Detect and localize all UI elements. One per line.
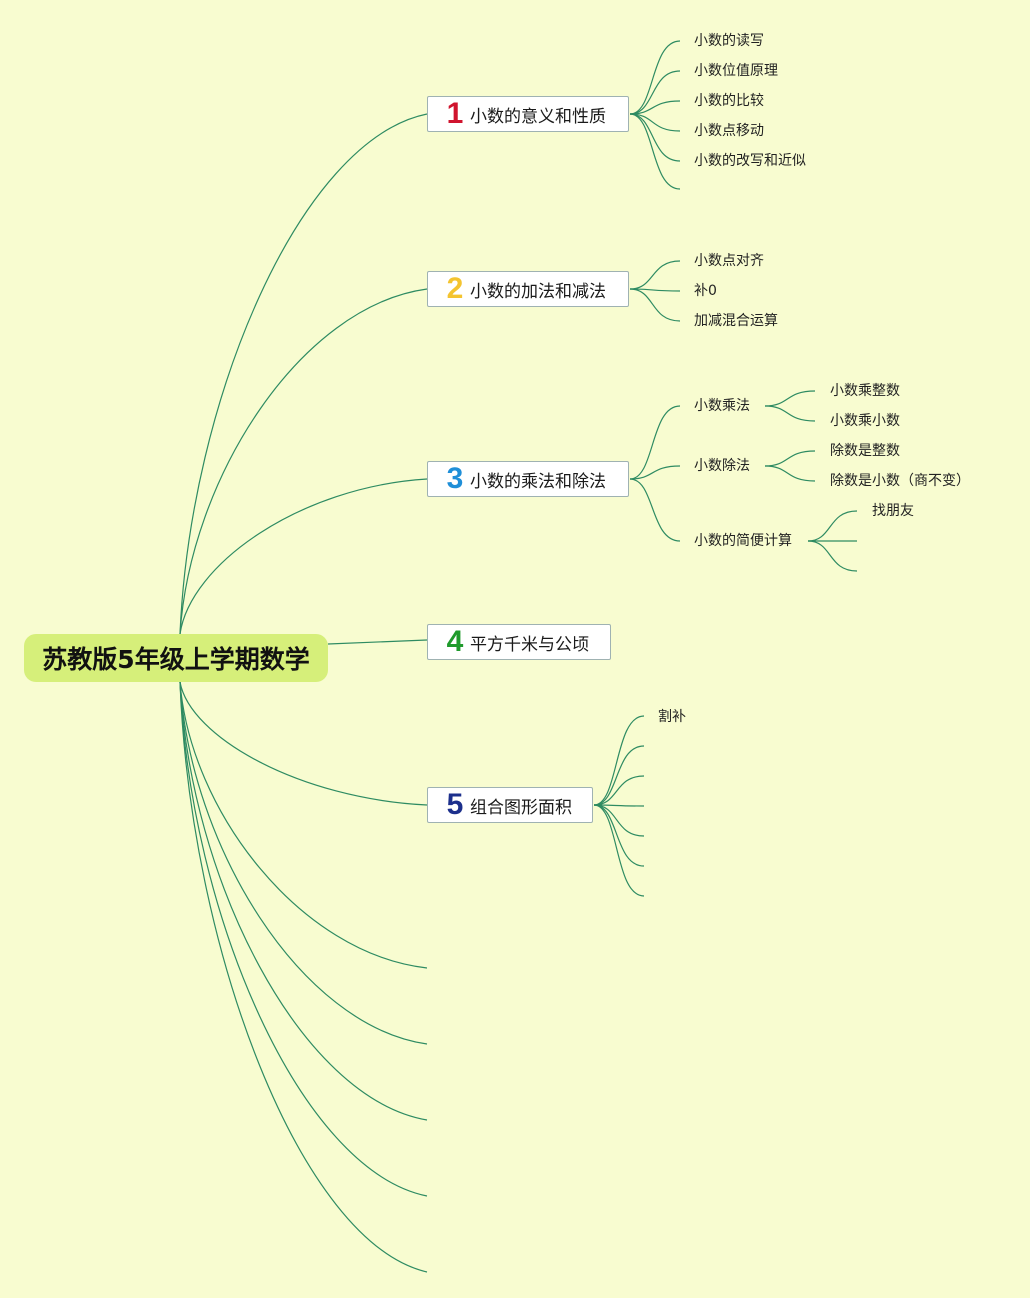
branch-5-3 (593, 775, 645, 806)
topic-2[interactable]: 2 小数的加法和减法 (427, 271, 629, 307)
topic-1[interactable]: 1 小数的意义和性质 (427, 96, 629, 132)
branch-1-3 (629, 100, 681, 115)
subtopic-3-1-2[interactable]: 小数乘小数 (830, 413, 900, 429)
topic-1-label: 小数的意义和性质 (470, 106, 606, 127)
branch-3-3-3 (807, 540, 858, 572)
subtopic-2-3[interactable]: 加减混合运算 (694, 313, 778, 329)
topic-2-label: 小数的加法和减法 (470, 281, 606, 302)
branch-5-1 (593, 715, 645, 806)
branch-topic-1 (179, 113, 428, 635)
topic-2-number: 2 (446, 272, 464, 305)
branch-topic-4 (327, 639, 428, 645)
branch-1-1 (629, 40, 681, 115)
subtopic-3-3[interactable]: 小数的简便计算 (694, 533, 792, 549)
branch-3-2 (629, 465, 681, 480)
root-label: 苏教版5年级上学期数学 (42, 645, 310, 674)
subtopic-1-2[interactable]: 小数位值原理 (694, 63, 778, 79)
branch-3-2-1 (764, 450, 816, 467)
branch-topic-5 (179, 681, 428, 806)
branch-topic-3 (179, 478, 428, 635)
topic-4[interactable]: 4 平方千米与公顷 (427, 624, 611, 660)
subtopic-1-4[interactable]: 小数点移动 (694, 123, 764, 139)
subtopic-3-1[interactable]: 小数乘法 (694, 398, 750, 414)
subtopic-3-2-2[interactable]: 除数是小数（商不变） (830, 473, 970, 489)
branch-3-1-1 (764, 390, 816, 407)
topic-5[interactable]: 5 组合图形面积 (427, 787, 593, 823)
branch-3-1-2 (764, 405, 816, 422)
branch-1-6 (629, 113, 681, 190)
branch-3-1 (629, 405, 681, 480)
branch-5-7 (593, 804, 645, 897)
subtopic-3-3-1[interactable]: 找朋友 (872, 503, 914, 519)
topic-4-number: 4 (446, 625, 464, 658)
branch-1-5 (629, 113, 681, 162)
subtopic-2-2[interactable]: 补0 (694, 283, 717, 299)
sub-branches (593, 40, 858, 897)
topic-5-label: 组合图形面积 (470, 797, 572, 818)
branch-empty-topic-10 (179, 681, 428, 1273)
branch-5-2 (593, 745, 645, 806)
subtopic-1-5[interactable]: 小数的改写和近似 (694, 153, 806, 169)
topic-3[interactable]: 3 小数的乘法和除法 (427, 461, 629, 497)
subtopic-3-2-1[interactable]: 除数是整数 (830, 443, 900, 459)
subtopic-3-1-1[interactable]: 小数乘整数 (830, 383, 900, 399)
topic-4-label: 平方千米与公顷 (470, 634, 589, 655)
branch-2-1 (629, 260, 681, 290)
root-node[interactable]: 苏教版5年级上学期数学 (24, 634, 328, 682)
topic-5-number: 5 (446, 788, 464, 821)
subtopic-1-1[interactable]: 小数的读写 (694, 33, 764, 49)
branch-2-3 (629, 288, 681, 322)
topic-3-number: 3 (446, 462, 464, 495)
branch-topic-2 (179, 288, 428, 635)
topic-1-number: 1 (446, 97, 464, 130)
subtopic-1-3[interactable]: 小数的比较 (694, 93, 764, 109)
branch-empty-topic-6 (179, 681, 428, 969)
topic-3-label: 小数的乘法和除法 (470, 471, 606, 492)
branch-empty-topic-8 (179, 681, 428, 1121)
main-branches (179, 113, 428, 1273)
subtopic-2-1[interactable]: 小数点对齐 (694, 253, 764, 269)
branch-empty-topic-7 (179, 681, 428, 1045)
branch-1-2 (629, 70, 681, 115)
subtopic-3-2[interactable]: 小数除法 (694, 458, 750, 474)
branch-5-5 (593, 804, 645, 837)
branch-3-3-1 (807, 510, 858, 542)
branch-3-2-2 (764, 465, 816, 482)
branch-3-3 (629, 478, 681, 542)
subtopic-5-1[interactable]: 割补 (658, 709, 686, 725)
branch-empty-topic-9 (179, 681, 428, 1197)
